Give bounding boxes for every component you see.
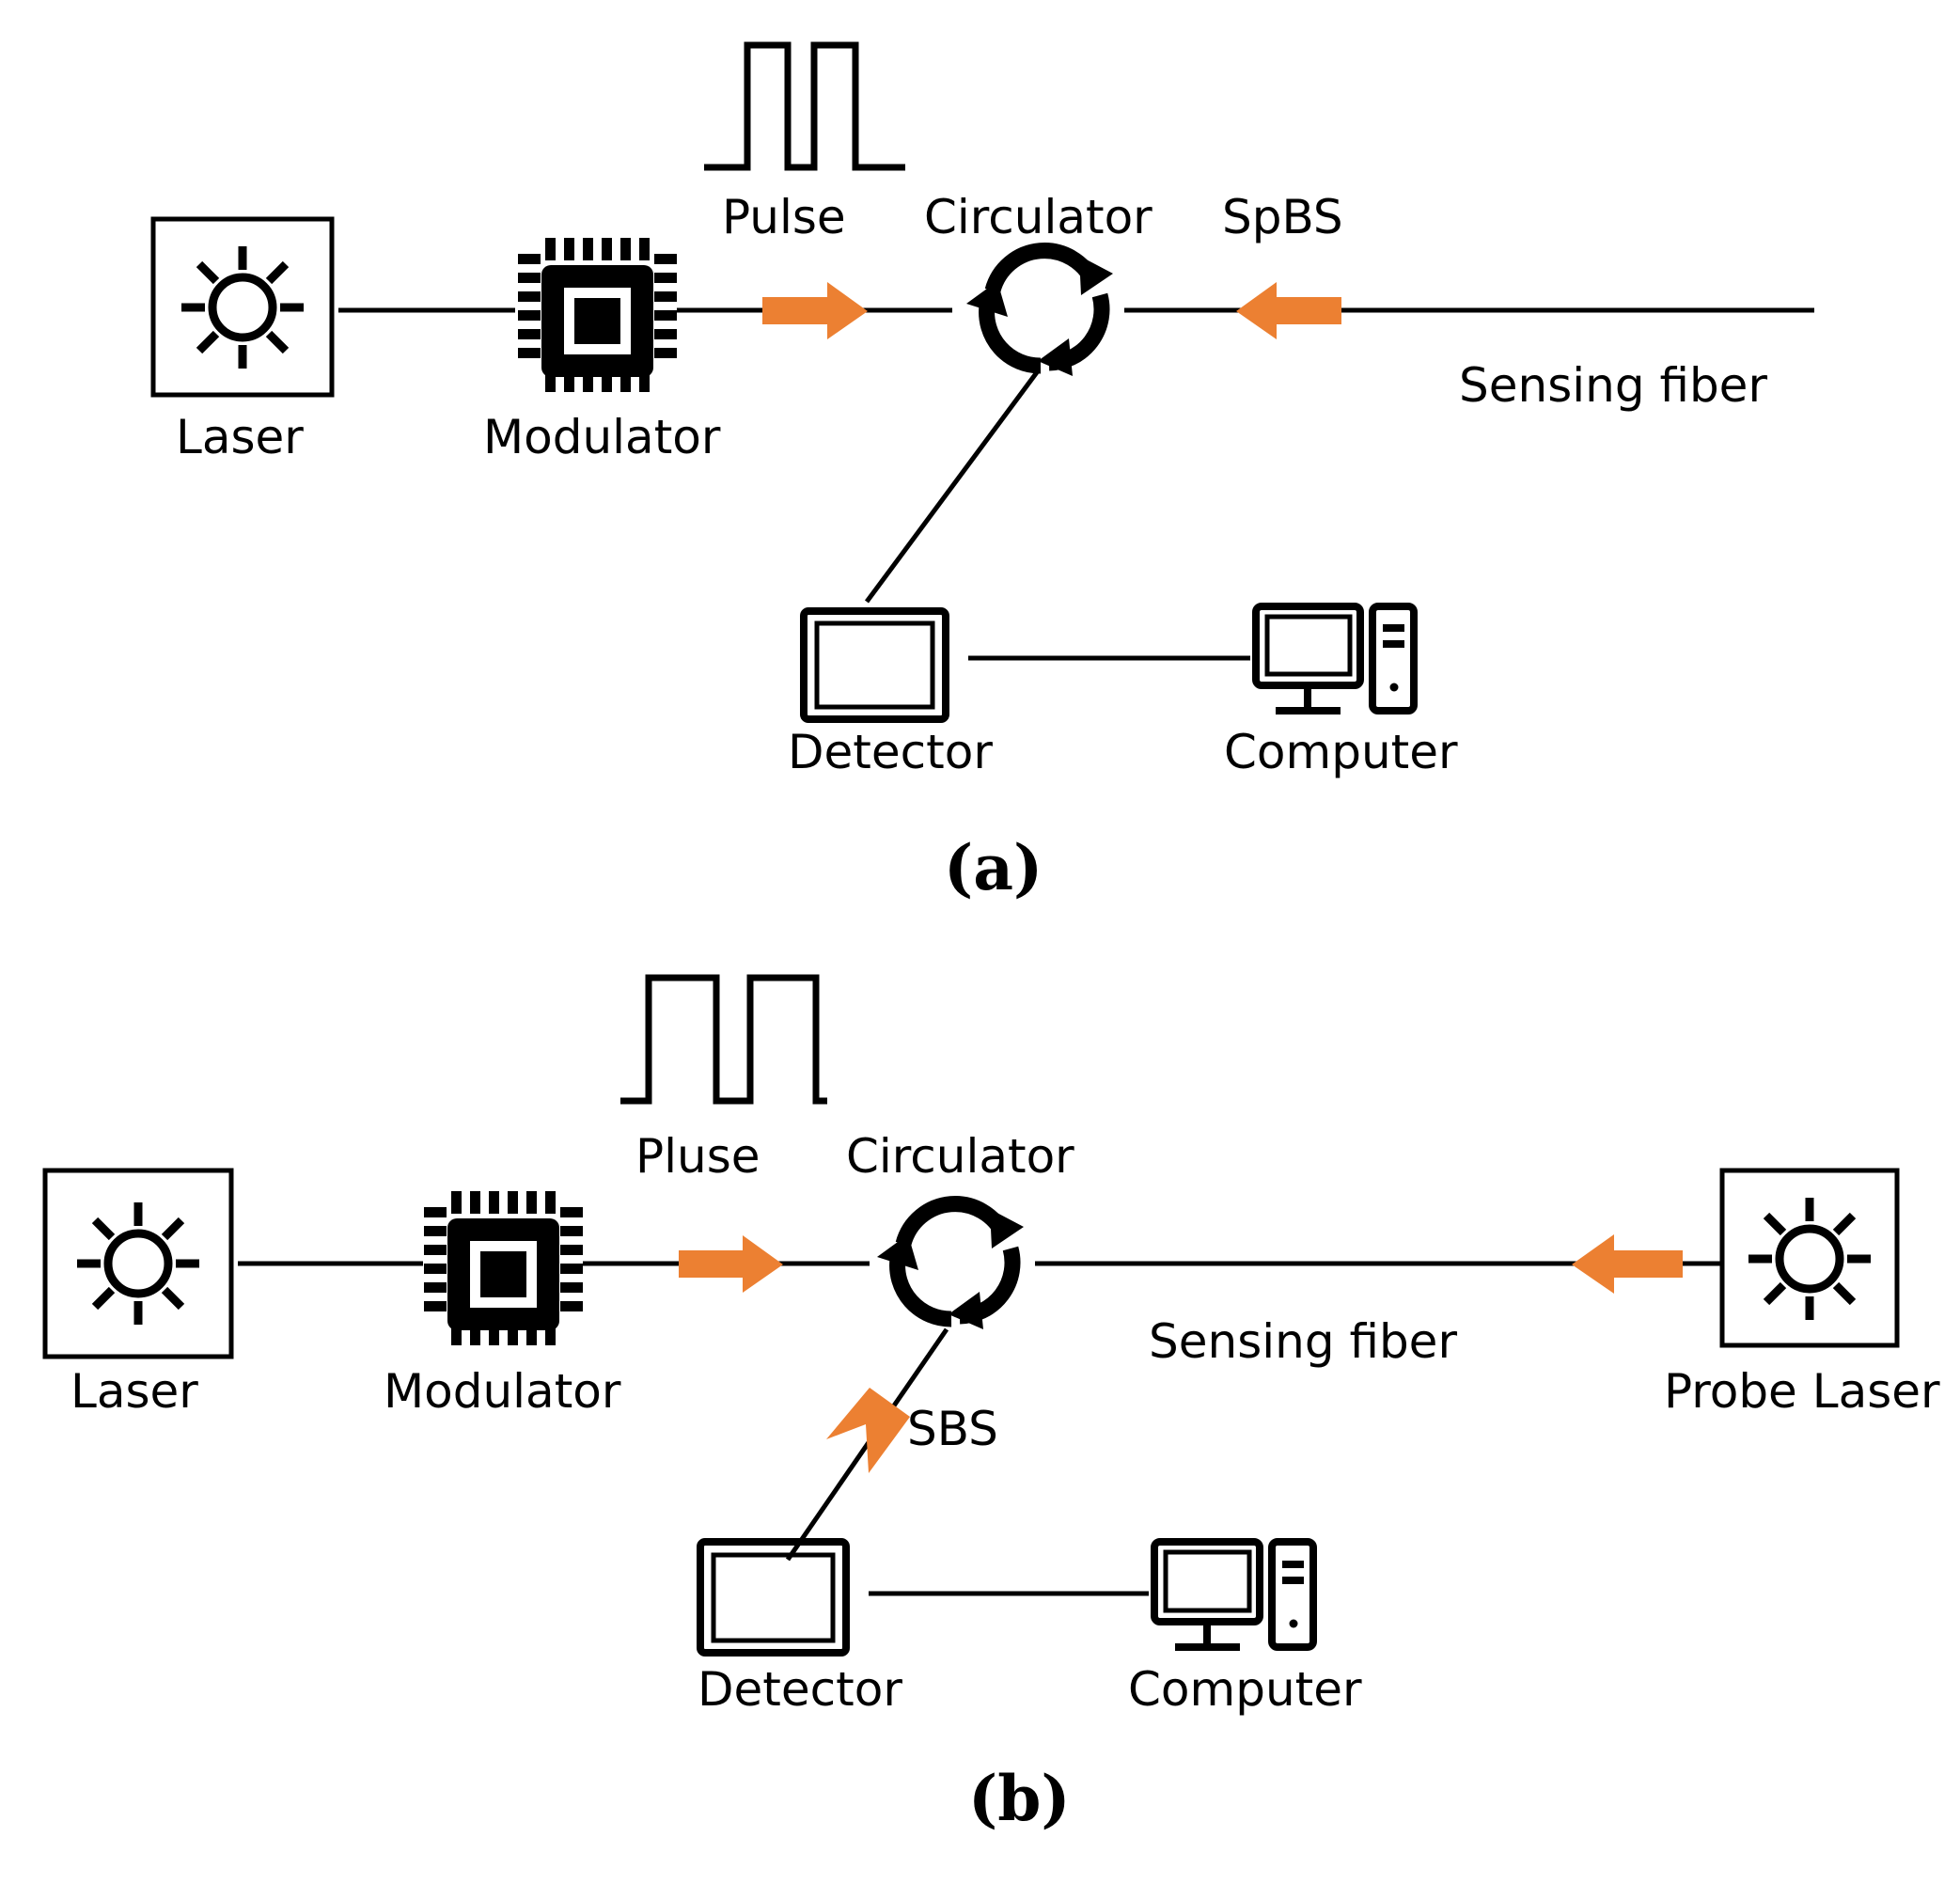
panel-caption-b: (b) (968, 1762, 1071, 1835)
desktop-computer-icon-a (1252, 603, 1418, 714)
laser-source-b (42, 1168, 234, 1359)
label-probe-laser-b: Probe Laser (1664, 1364, 1940, 1419)
chip-icon-b (424, 1191, 583, 1345)
label-computer-b: Computer (1128, 1662, 1362, 1717)
label-detector-b: Detector (698, 1662, 902, 1717)
pulse-arrow-a (762, 282, 868, 339)
desktop-computer-icon-b (1151, 1538, 1317, 1651)
circular-arrows-icon-a (966, 243, 1113, 376)
label-computer-a: Computer (1224, 725, 1458, 779)
square-pulse-waveform-b (620, 974, 827, 1105)
spbs-arrow-a (1236, 282, 1341, 339)
label-sensing-fiber-b: Sensing fiber (1149, 1314, 1458, 1369)
sun-laser-icon-a (181, 246, 304, 369)
sbs-arrow-b (826, 1388, 910, 1473)
circular-arrows-icon-b (877, 1196, 1024, 1329)
screen-icon-b (697, 1538, 850, 1657)
panel-caption-a: (a) (944, 831, 1043, 904)
label-modulator-b: Modulator (384, 1364, 621, 1419)
label-modulator-a: Modulator (483, 410, 721, 464)
square-pulse-waveform-a (704, 41, 905, 171)
screen-icon-a (800, 607, 949, 723)
probe-arrow-b (1572, 1234, 1683, 1294)
label-circulator-a: Circulator (924, 190, 1152, 244)
sun-laser-icon-b (77, 1202, 199, 1325)
label-laser-a: Laser (176, 410, 304, 464)
chip-icon-a (518, 238, 677, 392)
sun-laser-icon-probe (1748, 1198, 1871, 1320)
pulse-arrow-b (679, 1235, 783, 1293)
label-circulator-b: Circulator (846, 1129, 1074, 1184)
wire-circulator-detector-a (864, 370, 1040, 604)
label-laser-b: Laser (71, 1364, 198, 1419)
label-pulse-a: Pulse (722, 190, 846, 244)
label-spbs-a: SpBS (1222, 190, 1343, 244)
laser-source-a (150, 216, 335, 398)
label-sbs-b: SBS (907, 1402, 998, 1456)
label-pulse-b: Pluse (635, 1129, 760, 1184)
label-sensing-fiber-a: Sensing fiber (1459, 358, 1768, 413)
label-detector-a: Detector (788, 725, 993, 779)
probe-laser-source-b (1719, 1168, 1900, 1348)
